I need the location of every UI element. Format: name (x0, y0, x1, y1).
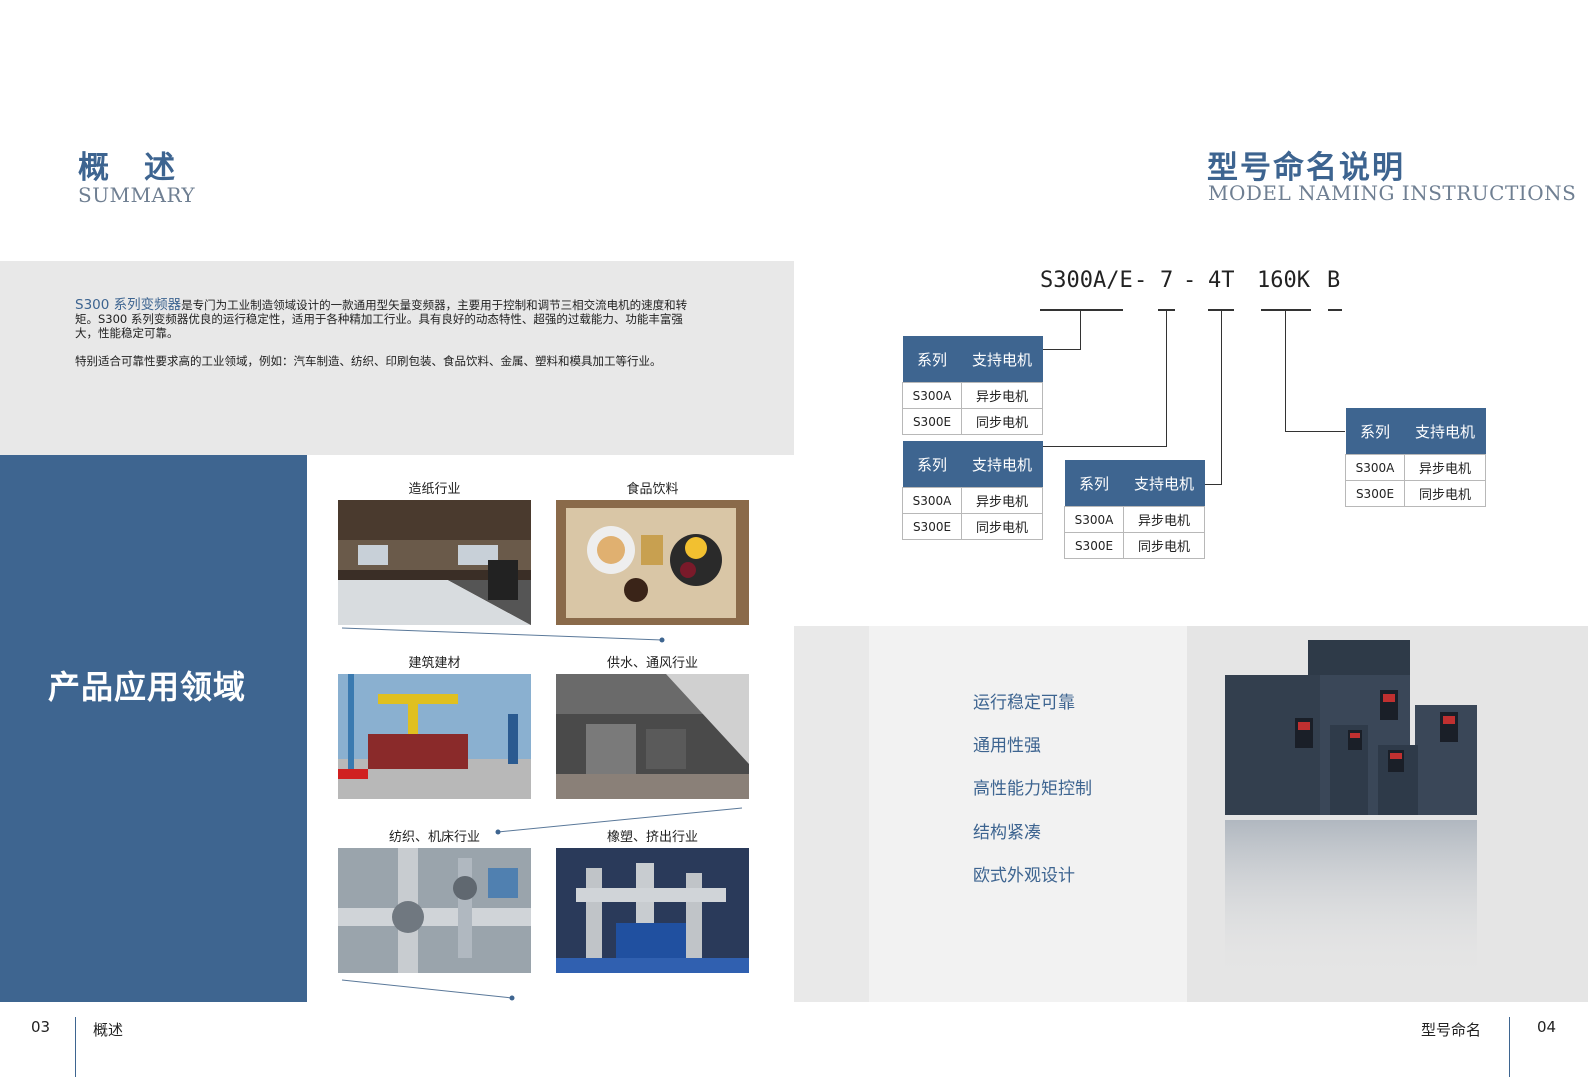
code-4t: 4T (1208, 268, 1235, 293)
summary-text: S300 系列变频器是专门为工业制造领域设计的一款通用型矢量变频器，主要用于控制… (75, 298, 695, 368)
caption-paper: 造纸行业 (408, 482, 461, 497)
connector-4t-v (1221, 311, 1223, 485)
caption-textile: 纺织、机床行业 (388, 830, 480, 845)
photo-building-materials (338, 674, 531, 799)
table1-header-motor: 支持电机 (961, 336, 1043, 383)
table1-cell: S300A (902, 382, 962, 409)
table4-cell: S300A (1345, 454, 1405, 481)
applications-band (0, 455, 307, 1002)
code-7: 7 (1160, 268, 1174, 293)
footer-divider-right (1509, 1017, 1511, 1077)
footer-label-right: 型号命名 (1421, 1021, 1482, 1039)
table2-header-motor: 支持电机 (961, 441, 1043, 488)
photo-connector-lines (341, 627, 743, 1001)
table4-header-series: 系列 (1345, 408, 1405, 455)
summary-para1-rest: 是专门为工业制造领域设计的一款通用型矢量变频器，主要用于控制和调节三相交流电机的… (75, 298, 688, 340)
caption-food: 食品饮料 (626, 482, 679, 497)
table3-cell: S300E (1064, 532, 1124, 559)
caption-plastic: 橡塑、挤出行业 (606, 830, 698, 845)
connector-7-h (1042, 446, 1167, 448)
code-series: S300A/E (1040, 268, 1133, 293)
applications-title: 产品应用领域 (48, 668, 247, 706)
caption-water: 供水、通风行业 (606, 656, 698, 671)
naming-subtitle: MODEL NAMING INSTRUCTIONS (1208, 181, 1577, 205)
summary-paragraph-2: 特别适合可靠性要求高的工业领域，例如：汽车制造、纺织、印刷包装、食品饮料、金属、… (75, 354, 662, 368)
underline-b (1328, 309, 1342, 311)
connector-160k-h (1285, 431, 1345, 433)
connector-series-h (1042, 349, 1081, 351)
photo-water-ventilation (556, 674, 749, 799)
naming-title: 型号命名说明 (1207, 150, 1405, 186)
table3-header-series: 系列 (1064, 460, 1124, 507)
underline-4t (1208, 309, 1234, 311)
table4-cell: 同步电机 (1404, 480, 1486, 507)
summary-title: 概 述 (78, 150, 177, 186)
feature-item: 通用性强 (973, 736, 1041, 756)
footer-label-left: 概述 (93, 1021, 124, 1039)
table2-cell: S300E (902, 513, 962, 540)
connector-160k-v (1285, 311, 1287, 432)
summary-subtitle: SUMMARY (78, 183, 196, 207)
table2-cell: 同步电机 (961, 513, 1043, 540)
feature-item: 高性能力矩控制 (973, 779, 1092, 799)
feature-item: 结构紧凑 (973, 823, 1041, 843)
summary-lead: S300 系列变频器 (75, 297, 182, 313)
table4-header-motor: 支持电机 (1404, 408, 1486, 455)
connector-series-v (1080, 311, 1082, 350)
table3-cell: 异步电机 (1123, 506, 1205, 533)
feature-item: 运行稳定可靠 (973, 693, 1075, 713)
table4-cell: 异步电机 (1404, 454, 1486, 481)
code-160k: 160K (1257, 268, 1310, 293)
table1-header-series: 系列 (902, 336, 962, 383)
table1-cell: 同步电机 (961, 408, 1043, 435)
features-list-panel (869, 626, 1187, 1002)
table3-cell: 同步电机 (1123, 532, 1205, 559)
table2-header-series: 系列 (902, 441, 962, 488)
underline-7 (1158, 309, 1175, 311)
table2-cell: S300A (902, 487, 962, 514)
inverter-product-image (1225, 640, 1477, 980)
connector-4t-h (1205, 484, 1222, 486)
table2-cell: 异步电机 (961, 487, 1043, 514)
photo-food-beverage (556, 500, 749, 625)
footer-page-left: 03 (31, 1018, 51, 1036)
photo-paper-industry (338, 500, 531, 625)
footer-divider-left (75, 1017, 77, 1077)
table3-cell: S300A (1064, 506, 1124, 533)
underline-160k (1261, 309, 1311, 311)
feature-item: 欧式外观设计 (973, 866, 1075, 886)
table1-cell: 异步电机 (961, 382, 1043, 409)
summary-paragraph-1: S300 系列变频器是专门为工业制造领域设计的一款通用型矢量变频器，主要用于控制… (75, 298, 695, 340)
footer-page-right: 04 (1537, 1018, 1557, 1036)
summary-box (0, 261, 794, 455)
table1-cell: S300E (902, 408, 962, 435)
photo-plastic-extrusion (556, 848, 749, 973)
code-b: B (1327, 268, 1341, 293)
caption-building: 建筑建材 (408, 656, 461, 671)
code-dash-2: - (1183, 268, 1197, 293)
connector-7-v (1166, 311, 1168, 447)
table3-header-motor: 支持电机 (1123, 460, 1205, 507)
code-dash-1: - (1134, 268, 1148, 293)
photo-textile-machine (338, 848, 531, 973)
underline-series (1040, 309, 1123, 311)
table4-cell: S300E (1345, 480, 1405, 507)
